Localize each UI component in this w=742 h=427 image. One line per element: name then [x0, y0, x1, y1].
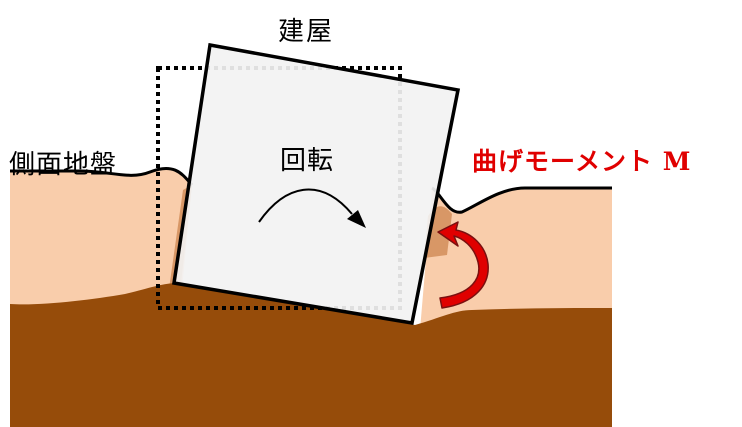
lower-ground-layer: [10, 283, 612, 427]
rotation-label: 回転: [280, 146, 335, 176]
ground-surface-line: [10, 166, 612, 214]
bending-moment-label: 曲げモーメント M: [472, 147, 692, 176]
side-ground-label: 側面地盤: [9, 150, 118, 180]
rotation-arrow-icon: [258, 188, 353, 223]
rotated-building: [172, 42, 461, 326]
rotation-arrowhead-icon: [347, 210, 366, 228]
building-label: 建屋: [278, 17, 335, 47]
bending-moment-arrow-icon: [437, 221, 489, 309]
